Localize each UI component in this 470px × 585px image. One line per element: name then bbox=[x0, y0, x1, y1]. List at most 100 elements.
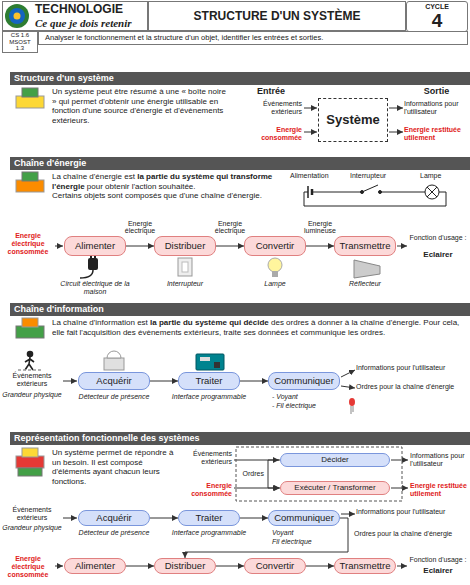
board-icon bbox=[196, 354, 224, 370]
board-icon bbox=[200, 357, 210, 361]
edge-label: Energie électrique bbox=[204, 220, 256, 235]
flow-arrow bbox=[150, 381, 178, 382]
brick-icon bbox=[22, 318, 38, 327]
paragraph: Un système peut être résumé à une « boît… bbox=[52, 87, 232, 125]
column-heading: Sortie bbox=[405, 86, 468, 96]
node-text: Analyser le fonctionnement et la structu… bbox=[45, 34, 323, 42]
output-label: Energie restituée utilement bbox=[410, 482, 468, 498]
brick-icon bbox=[16, 88, 44, 476]
node-text: Alimenter bbox=[75, 561, 115, 571]
flow-arrow bbox=[240, 518, 268, 519]
flow-arrow bbox=[126, 246, 154, 247]
input-label: Événements extérieurs bbox=[2, 506, 62, 522]
brick-icon bbox=[16, 326, 44, 338]
bulb-icon bbox=[272, 271, 278, 277]
page-title: STRUCTURE D'UN SYSTÈME bbox=[148, 1, 406, 31]
node-text: Structure d'un système bbox=[14, 74, 114, 84]
code-box: CS 1.6 MSOST 1.3 bbox=[2, 31, 38, 53]
input-arrows bbox=[63, 518, 77, 519]
input-arrows bbox=[397, 566, 407, 567]
input-label: Événements extérieurs bbox=[186, 450, 232, 466]
energy-function: Convertir bbox=[244, 236, 306, 256]
node-text: Alimenter bbox=[75, 241, 115, 251]
energy-function: Transmettre bbox=[334, 558, 396, 574]
circuit bbox=[311, 189, 314, 195]
pedestrian-icon bbox=[18, 352, 42, 371]
flow-arrow bbox=[306, 566, 334, 567]
circuit bbox=[304, 185, 446, 206]
led-icon bbox=[353, 406, 354, 412]
flow-arrow bbox=[150, 518, 178, 519]
bulb-icon bbox=[268, 258, 282, 272]
paragraph: La chaîne d'information estla partie du … bbox=[52, 318, 462, 337]
pedestrian-icon bbox=[18, 369, 42, 371]
flow-arrow bbox=[306, 246, 334, 247]
output-label: Informations pour l'utilisateur bbox=[404, 100, 468, 116]
objective-box: Analyser le fonctionnement et la structu… bbox=[38, 31, 468, 45]
paragraph: Un système permet de répondre à un besoi… bbox=[52, 448, 180, 486]
input-arrows bbox=[341, 370, 355, 377]
node-text: Exécuter / Transformer bbox=[294, 484, 375, 493]
node-text: Convertir bbox=[256, 241, 295, 251]
logo bbox=[5, 4, 29, 28]
input-label: Grandeur physique bbox=[2, 524, 62, 532]
node-text: Communiquer bbox=[274, 376, 334, 386]
output-label: Fonction d'usage : bbox=[408, 556, 468, 564]
info-function: Traiter bbox=[178, 510, 240, 526]
node-text: Distribuer bbox=[165, 561, 206, 571]
edge-label: Ordres bbox=[242, 470, 265, 478]
plug-icon bbox=[88, 258, 98, 270]
flow-arrow bbox=[240, 381, 268, 382]
flow-arrow bbox=[216, 566, 244, 567]
info-function: Traiter bbox=[178, 372, 240, 390]
body-text: Un système peut être résumé à une « boît… bbox=[52, 87, 226, 125]
switch-icon bbox=[178, 258, 192, 276]
component-label: Interrupteur bbox=[350, 172, 402, 180]
pedestrian-icon bbox=[28, 352, 33, 357]
output-label: Ordres pour la chaîne d'énergie bbox=[354, 530, 466, 538]
example-label: Interface programmable bbox=[166, 393, 252, 401]
info-function: Communiquer bbox=[268, 372, 340, 390]
energy-function: Exécuter / Transformer bbox=[280, 481, 390, 495]
brick-icon bbox=[22, 172, 38, 181]
logo bbox=[14, 13, 21, 20]
detector-icon bbox=[104, 358, 124, 370]
input-arrows bbox=[304, 108, 317, 109]
section-bar: Chaîne d'énergie bbox=[10, 157, 470, 170]
input-label: Grandeur physique bbox=[2, 391, 62, 399]
logo bbox=[5, 4, 29, 28]
switch-icon bbox=[182, 262, 188, 272]
plug-icon bbox=[80, 254, 98, 278]
example-label: - Voyant bbox=[272, 393, 348, 401]
switch-icon bbox=[178, 258, 192, 276]
header-box: TECHNOLOGIECe que je dois retenir bbox=[2, 1, 148, 31]
paragraph: La chaîne d'énergie estla partie du syst… bbox=[52, 172, 288, 201]
node-text: Transmettre bbox=[340, 561, 391, 571]
energy-function: Transmettre bbox=[334, 236, 396, 256]
circuit bbox=[304, 192, 446, 206]
flow-arrow bbox=[216, 246, 244, 247]
logo bbox=[9, 8, 25, 24]
system-frame bbox=[236, 447, 402, 501]
detector-icon bbox=[104, 351, 124, 370]
body-text: la partie du système qui décide bbox=[150, 318, 269, 327]
cycle-box: CYCLE4 bbox=[406, 1, 468, 32]
energy-function: Distribuer bbox=[154, 558, 216, 574]
node-text: Traiter bbox=[195, 513, 222, 523]
example-label: Circuit électrique de la maison bbox=[60, 280, 130, 296]
circuit bbox=[307, 186, 309, 198]
body-text: La chaîne d'énergie est bbox=[52, 172, 135, 181]
body-text: La chaîne d'information est bbox=[52, 318, 148, 327]
example-label: Lampe bbox=[240, 280, 310, 288]
energy-function: Alimenter bbox=[64, 236, 126, 256]
brick-icon bbox=[18, 468, 42, 476]
node-text: Système bbox=[326, 113, 379, 127]
energy-function: Alimenter bbox=[64, 558, 126, 574]
node-text: Chaîne d'information bbox=[14, 305, 104, 315]
output-label: Eclairer bbox=[408, 250, 468, 259]
example-label: Détecteur de présence bbox=[72, 529, 156, 537]
body-text: Certains objets sont composés que d'une … bbox=[52, 191, 286, 201]
input-label: Energie électrique consommée bbox=[2, 555, 54, 579]
example-label: Détecteur de présence bbox=[72, 393, 156, 401]
brick-icon bbox=[16, 96, 44, 108]
